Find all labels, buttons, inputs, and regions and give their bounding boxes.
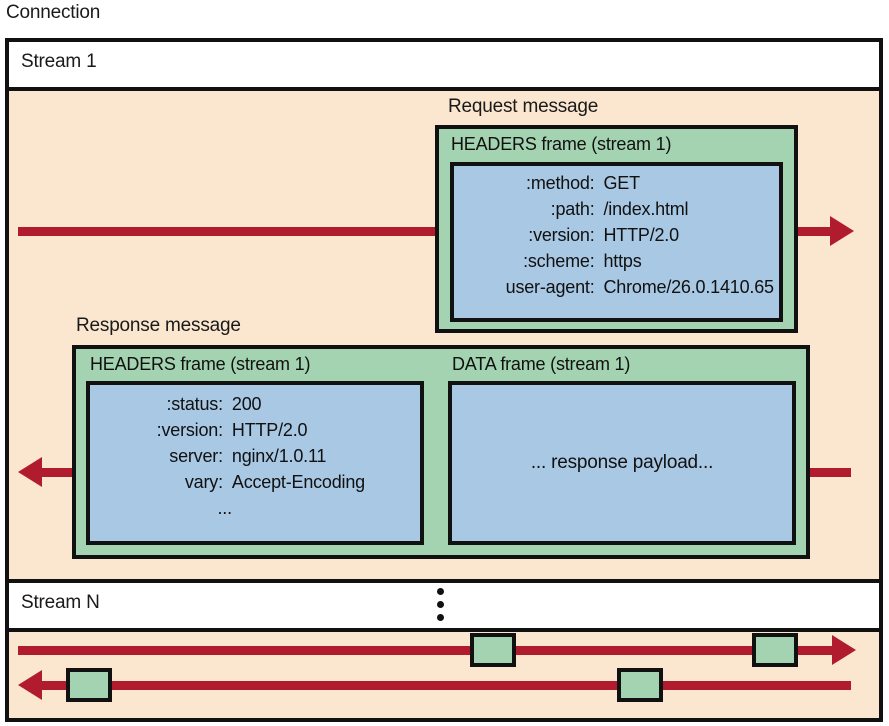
header-key: :method: <box>526 172 595 193</box>
stream-n-header-divider <box>9 628 879 632</box>
header-key: user-agent: <box>505 276 595 297</box>
header-value: https <box>603 250 642 271</box>
stream-1-header-band: Stream 1 <box>9 42 879 87</box>
table-row: user-agent: Chrome/26.0.1410.65 <box>454 274 779 300</box>
response-headers-frame-title: HEADERS frame (stream 1) <box>90 354 311 374</box>
table-row: :method: GET <box>454 170 779 196</box>
stream-n-frame-block <box>66 668 112 702</box>
data-frame-title: DATA frame (stream 1) <box>452 354 631 374</box>
response-message-frame: HEADERS frame (stream 1) :status: 200 :v… <box>72 345 810 559</box>
header-key: :scheme: <box>523 250 595 271</box>
response-arrow-left-icon <box>18 457 42 487</box>
stream-n-top-divider <box>9 579 879 583</box>
request-headers-table: :method: GET :path: /index.html :version… <box>454 170 779 300</box>
header-key: :version: <box>156 419 223 440</box>
header-key: server: <box>169 445 223 466</box>
stream-n-body <box>9 632 879 718</box>
request-headers-frame-title: HEADERS frame (stream 1) <box>451 134 672 154</box>
request-headers-payload: :method: GET :path: /index.html :version… <box>450 162 783 322</box>
header-value <box>232 495 420 521</box>
response-headers-table: :status: 200 :version: HTTP/2.0 server: … <box>90 391 420 521</box>
header-value: /index.html <box>603 198 689 219</box>
header-value: GET <box>603 172 641 193</box>
header-value: Chrome/26.0.1410.65 <box>603 276 775 297</box>
stream-n-frame-block <box>752 633 798 667</box>
stream-n-response-line <box>40 681 851 690</box>
header-key-ellipsis: ... <box>217 497 232 518</box>
response-headers-payload: :status: 200 :version: HTTP/2.0 server: … <box>86 381 424 545</box>
header-key: vary: <box>184 471 223 492</box>
stream-n-label: Stream N <box>21 592 100 613</box>
header-key: :status: <box>166 393 223 414</box>
stream-n-arrow-right-icon <box>832 635 856 665</box>
stream-n-request-line <box>18 646 834 655</box>
data-frame-payload: ... response payload... <box>448 381 796 545</box>
header-value: Accept-Encoding <box>231 471 365 492</box>
header-value: HTTP/2.0 <box>603 224 680 245</box>
connection-label: Connection <box>6 2 101 23</box>
vertical-ellipsis-icon <box>434 588 448 626</box>
data-frame-payload-text: ... response payload... <box>530 452 714 473</box>
table-row: :version: HTTP/2.0 <box>90 417 420 443</box>
table-row: :version: HTTP/2.0 <box>454 222 779 248</box>
table-row: ... <box>90 495 420 521</box>
request-arrow-right-icon <box>830 216 854 246</box>
request-headers-frame: HEADERS frame (stream 1) :method: GET :p… <box>435 125 798 333</box>
table-row: :scheme: https <box>454 248 779 274</box>
table-row: :status: 200 <box>90 391 420 417</box>
request-message-caption: Request message <box>448 96 599 117</box>
header-value: 200 <box>231 393 262 414</box>
table-row: vary: Accept-Encoding <box>90 469 420 495</box>
stream-n-frame-block <box>470 633 516 667</box>
stream-n-frame-block <box>617 668 663 702</box>
stream-1-label: Stream 1 <box>21 51 97 72</box>
header-key: :path: <box>550 198 595 219</box>
table-row: :path: /index.html <box>454 196 779 222</box>
table-row: server: nginx/1.0.11 <box>90 443 420 469</box>
stream-1-header-divider <box>9 87 879 91</box>
header-key: :version: <box>528 224 595 245</box>
stream-n-arrow-left-icon <box>18 670 42 700</box>
response-message-caption: Response message <box>76 315 241 336</box>
request-flow-line <box>18 227 832 236</box>
header-value: HTTP/2.0 <box>231 419 308 440</box>
stream-n-header-band: Stream N <box>9 583 879 628</box>
header-value: nginx/1.0.11 <box>231 445 327 466</box>
